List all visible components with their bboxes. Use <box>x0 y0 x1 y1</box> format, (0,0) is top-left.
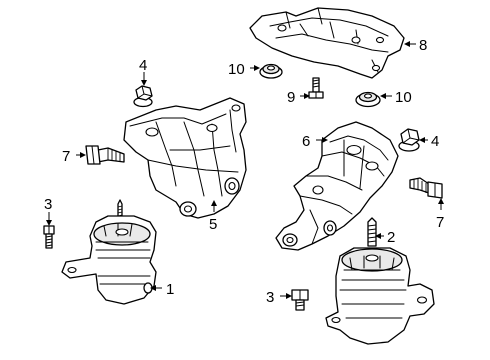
flange-bolt-left <box>85 145 125 165</box>
engine-mount-bracket <box>123 97 247 219</box>
callout-3-center: 3 <box>266 289 274 306</box>
flange-bolt-right <box>409 177 443 199</box>
isolator-nut-lower <box>355 91 381 108</box>
callout-6: 6 <box>302 133 310 150</box>
mount-bolt-left <box>43 225 55 249</box>
callout-8: 8 <box>419 37 427 54</box>
hex-flange-nut-right <box>398 128 420 152</box>
callout-9: 9 <box>287 89 295 106</box>
isolator-nut-upper <box>259 63 283 79</box>
callout-4-left: 4 <box>139 57 147 74</box>
callout-5: 5 <box>209 216 217 233</box>
callout-4-right: 4 <box>431 133 439 150</box>
callout-10-lower: 10 <box>395 89 412 106</box>
callout-10-upper: 10 <box>228 61 245 78</box>
callout-7-left: 7 <box>62 148 70 165</box>
callout-2: 2 <box>387 229 395 246</box>
leader-lines <box>46 41 444 299</box>
transmission-mount-right <box>325 217 435 345</box>
crossmember-support-plate <box>249 7 405 79</box>
stud-bolt <box>308 77 324 99</box>
mount-bolt-center <box>291 289 309 311</box>
callout-1: 1 <box>166 281 174 298</box>
transmission-mount-bracket <box>275 121 399 251</box>
callout-7-right: 7 <box>436 214 444 231</box>
callout-labels: 1 2 3 3 4 4 5 6 7 7 8 9 10 10 <box>44 37 444 306</box>
callout-3-left: 3 <box>44 196 52 213</box>
hex-flange-nut-left <box>133 85 153 108</box>
engine-mount-left <box>61 199 157 305</box>
